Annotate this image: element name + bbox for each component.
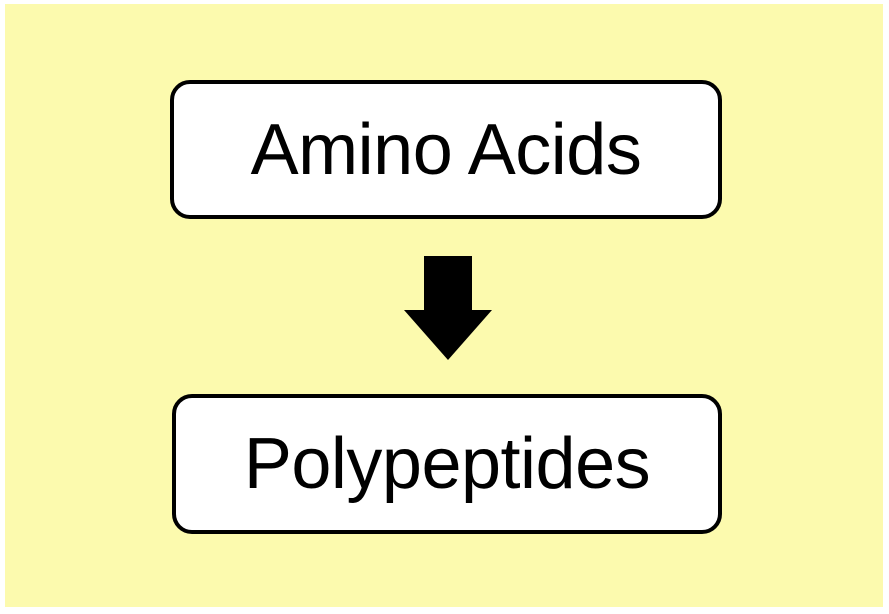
flowchart-node-amino-acids[interactable]: Amino Acids <box>170 80 722 219</box>
flowchart-node-label: Amino Acids <box>250 109 642 190</box>
down-arrow-icon <box>404 254 492 362</box>
flowchart-node-polypeptides[interactable]: Polypeptides <box>172 394 722 534</box>
flowchart-node-label: Polypeptides <box>243 424 651 504</box>
